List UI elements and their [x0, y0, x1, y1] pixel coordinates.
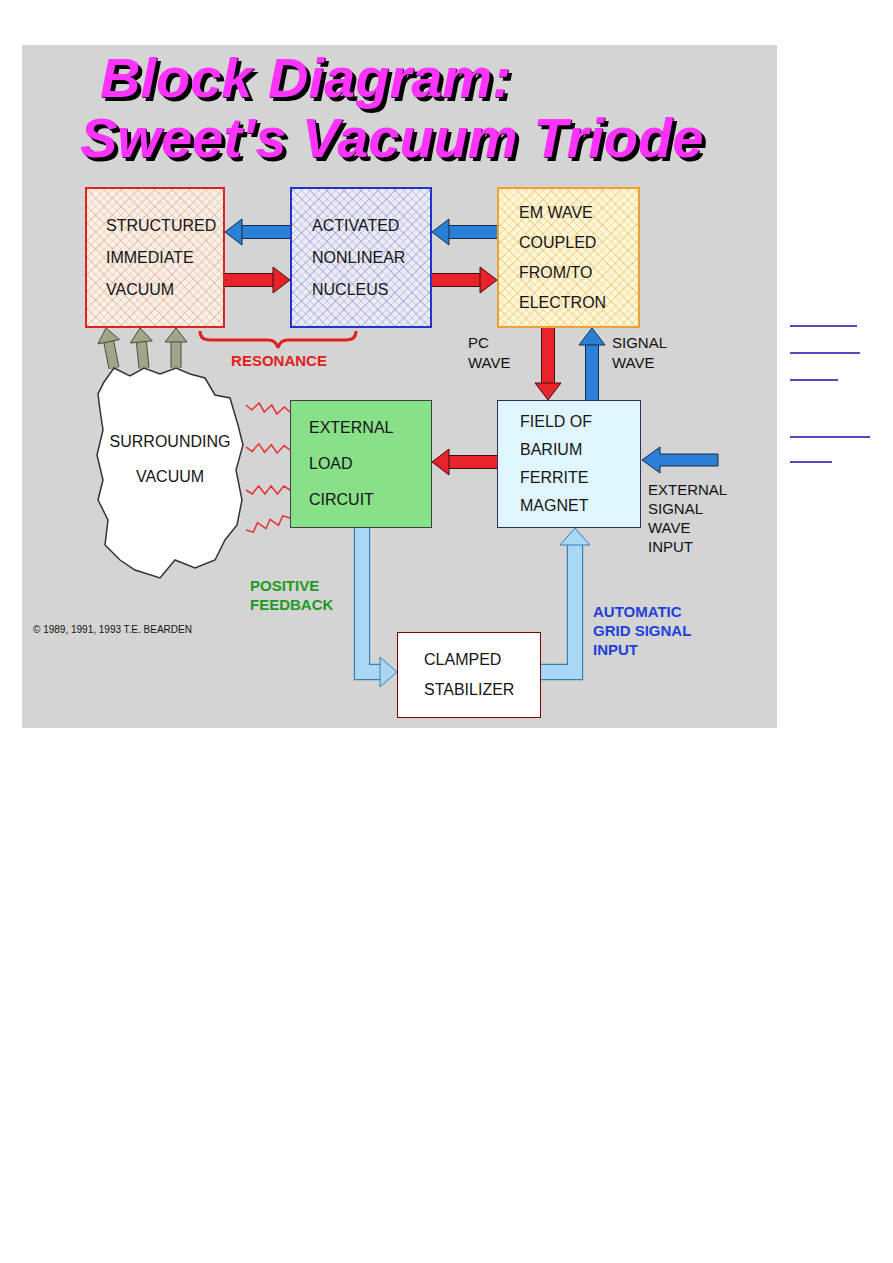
zigzag-line: [246, 403, 290, 414]
arrow-shaft: [448, 226, 497, 238]
flow-arrow: [98, 328, 120, 368]
zigzag-line: [246, 486, 290, 494]
link-underline: [790, 379, 838, 381]
arrow-shaft-outline: [141, 341, 144, 368]
cloud-path: [97, 368, 243, 578]
arrow-head: [98, 328, 120, 344]
arrow-head: [380, 657, 397, 687]
arrow-shaft: [541, 544, 575, 672]
link-underline: [790, 352, 860, 354]
arrow-head: [225, 219, 242, 245]
box-text: ACTIVATED NONLINEAR NUCLEUS: [312, 210, 428, 306]
arrow-head: [480, 267, 497, 293]
cloud-shape: SURROUNDING VACUUM: [94, 368, 246, 580]
arrow-shaft: [448, 456, 497, 468]
flow-arrow: [130, 328, 152, 368]
arrow-shaft: [432, 274, 481, 286]
box-text: FIELD OF BARIUM FERRITE MAGNET: [520, 408, 638, 520]
edge-label: SIGNAL WAVE: [612, 333, 684, 373]
arrow-shaft-outline: [241, 225, 290, 239]
arrow-shaft: [362, 528, 381, 672]
link-underline: [790, 325, 857, 327]
box-text: CLAMPED STABILIZER: [424, 645, 536, 705]
process-box: STRUCTURED IMMEDIATE VACUUM: [85, 187, 225, 328]
process-box: EXTERNAL LOAD CIRCUIT: [290, 400, 432, 528]
arrow-head: [579, 328, 605, 345]
zigzag-line: [246, 444, 290, 453]
arrow-shaft-outline: [432, 273, 481, 287]
resonance-bracket: [200, 331, 356, 348]
arrow-head: [432, 219, 449, 245]
edge-label: PC WAVE: [468, 333, 524, 373]
process-box: EM WAVE COUPLED FROM/TO ELECTRON: [497, 187, 640, 328]
edge-label: POSITIVE FEEDBACK: [250, 576, 352, 614]
arrow-shaft: [225, 274, 274, 286]
edge-label: AUTOMATIC GRID SIGNAL INPUT: [593, 602, 705, 659]
flow-arrow: [246, 516, 290, 532]
flow-arrow: [246, 403, 290, 414]
diagram-title: Block Diagram: Sweet's Vacuum Triode: [80, 48, 716, 168]
arrow-shaft-outline: [541, 328, 555, 384]
flow-arrow: [535, 328, 561, 400]
flow-arrow: [225, 267, 290, 293]
flow-arrow: [362, 528, 397, 687]
resonance-label: RESONANCE: [223, 351, 335, 370]
process-box: ACTIVATED NONLINEAR NUCLEUS: [290, 187, 432, 328]
arrow-shaft: [586, 344, 598, 400]
arrow-head: [560, 528, 590, 545]
arrow-shaft-outline: [585, 344, 599, 400]
flow-arrow: [432, 449, 497, 475]
arrow-head: [432, 449, 449, 475]
zigzag-line: [246, 516, 290, 532]
arrow-shaft-outline: [448, 225, 497, 239]
flow-arrow: [225, 219, 290, 245]
link-underlines: [790, 326, 870, 462]
flow-arrow: [541, 528, 590, 672]
box-text: EXTERNAL LOAD CIRCUIT: [309, 410, 404, 518]
arrow-shaft: [172, 341, 181, 368]
input-label: EXTERNAL SIGNAL WAVE INPUT: [648, 480, 736, 556]
flow-arrow: [246, 444, 290, 453]
arrow-head: [273, 267, 290, 293]
arrow-shaft: [241, 226, 290, 238]
flow-arrow: [579, 328, 605, 400]
arrow-shaft-outline: [541, 544, 575, 672]
process-box: FIELD OF BARIUM FERRITE MAGNET: [497, 400, 641, 528]
arrow-shaft-outline: [171, 341, 182, 368]
flow-arrow: [432, 267, 497, 293]
process-box: CLAMPED STABILIZER: [397, 632, 541, 718]
arrow-shaft: [109, 341, 114, 368]
box-text: SURROUNDING VACUUM: [102, 424, 238, 494]
flow-arrow: [165, 328, 187, 368]
arrow-head: [130, 328, 152, 343]
arrow-shaft: [141, 341, 144, 368]
flow-arrow: [246, 486, 290, 494]
arrow-shaft: [542, 328, 554, 384]
flow-arrow: [432, 219, 497, 245]
signal-input-arrow: [642, 447, 718, 473]
link-underline: [790, 461, 832, 463]
arrow-shaft-outline: [109, 341, 114, 368]
arrow-head: [165, 328, 187, 342]
arrow-shaft-outline: [225, 273, 274, 287]
arrow-shaft-outline: [448, 455, 497, 469]
box-text: STRUCTURED IMMEDIATE VACUUM: [106, 210, 221, 306]
arrow-head: [535, 383, 561, 400]
box-text: EM WAVE COUPLED FROM/TO ELECTRON: [519, 198, 636, 318]
copyright-note: © 1989, 1991, 1993 T.E. BEARDEN: [33, 623, 233, 636]
link-underline: [790, 436, 870, 438]
arrow-shaft-outline: [362, 528, 381, 672]
